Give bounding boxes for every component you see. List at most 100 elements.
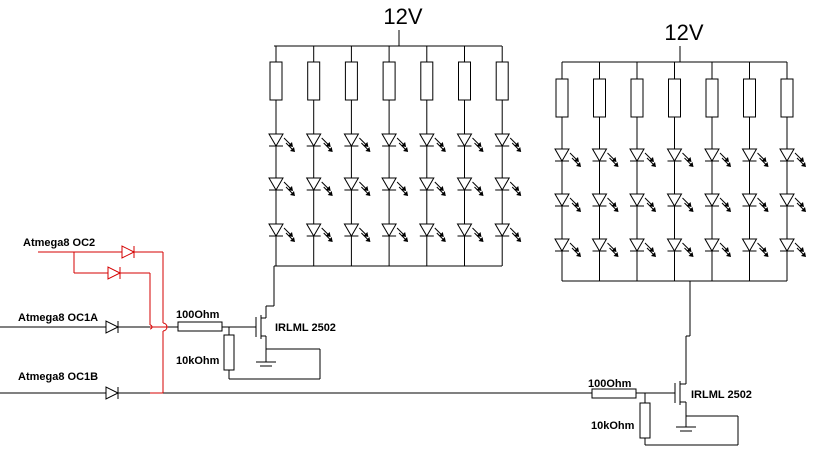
led-column: [268, 46, 295, 266]
led-icon: [456, 133, 484, 152]
led-column: [343, 46, 371, 266]
led-column: [779, 62, 806, 281]
right-mosfet: [674, 381, 687, 427]
led-icon: [418, 223, 446, 242]
left-mosfet-label: IRLML 2502: [275, 322, 336, 334]
led-icon: [779, 148, 806, 167]
current-limit-resistor: [743, 78, 756, 118]
left-driver: 100Ohm 10kOhm IRLML 2502: [176, 266, 336, 380]
led-icon: [591, 148, 619, 167]
led-icon: [704, 238, 731, 257]
led-column: [666, 62, 694, 281]
led-icon: [381, 223, 409, 242]
led-icon: [268, 177, 295, 196]
led-column: [591, 62, 619, 281]
right-pulldown-resistor: [639, 402, 651, 439]
led-icon: [554, 238, 581, 257]
led-icon: [666, 148, 694, 167]
left-gate-resistor: [177, 321, 223, 332]
led-icon: [305, 133, 333, 152]
left-pulldown-resistor-label: 10kOhm: [176, 355, 220, 367]
left-gate-resistor-label: 100Ohm: [176, 309, 220, 321]
led-icon: [741, 238, 769, 257]
led-column: [741, 62, 769, 281]
led-icon: [305, 223, 333, 242]
led-icon: [494, 133, 522, 152]
left-ground-icon: [256, 361, 276, 367]
current-limit-resistor: [630, 78, 644, 118]
led-icon: [779, 193, 806, 212]
led-icon: [381, 133, 409, 152]
led-icon: [456, 177, 484, 196]
led-column: [305, 46, 333, 266]
current-limit-resistor: [420, 61, 434, 101]
right-mosfet-label: IRLML 2502: [691, 389, 752, 401]
left-supply-label: 12V: [383, 4, 422, 29]
led-icon: [666, 238, 694, 257]
led-column: [554, 62, 581, 281]
led-icon: [494, 223, 522, 242]
led-icon: [779, 238, 806, 257]
current-limit-resistor: [593, 78, 606, 118]
oc1b-diode: [105, 386, 120, 400]
led-icon: [704, 148, 731, 167]
led-icon: [741, 193, 769, 212]
left-led-array: 12V: [268, 4, 522, 267]
led-icon: [305, 177, 333, 196]
oc2-diode-network: [38, 245, 168, 394]
led-icon: [456, 223, 484, 242]
right-led-array: 12V: [554, 20, 806, 282]
left-pulldown-resistor: [223, 334, 235, 371]
led-icon: [591, 238, 619, 257]
led-icon: [494, 177, 522, 196]
right-supply-label: 12V: [664, 20, 703, 45]
current-limit-resistor: [705, 78, 719, 118]
led-icon: [268, 133, 295, 152]
right-pulldown-resistor-label: 10kOhm: [591, 420, 635, 432]
led-column: [456, 46, 484, 266]
right-driver: 100Ohm 10kOhm IRLML 2502: [588, 281, 752, 446]
led-icon: [268, 223, 295, 242]
current-limit-resistor: [382, 61, 396, 101]
led-column: [704, 62, 731, 281]
current-limit-resistor: [780, 78, 794, 118]
led-column: [418, 46, 446, 266]
oc2-diode-upper: [121, 245, 136, 259]
led-icon: [554, 193, 581, 212]
led-icon: [629, 148, 656, 167]
led-icon: [418, 133, 446, 152]
led-column: [381, 46, 409, 266]
led-icon: [629, 238, 656, 257]
oc2-label: Atmega8 OC2: [23, 237, 95, 249]
current-limit-resistor: [555, 78, 569, 118]
led-icon: [554, 148, 581, 167]
left-mosfet: [255, 306, 267, 362]
oc1a-diode: [105, 320, 120, 334]
oc2-diode-lower: [107, 266, 122, 280]
right-gate-resistor-label: 100Ohm: [588, 378, 632, 390]
current-limit-resistor: [458, 61, 471, 101]
led-icon: [343, 223, 371, 242]
led-icon: [629, 193, 656, 212]
led-icon: [704, 193, 731, 212]
right-gate-resistor: [591, 388, 637, 399]
led-icon: [741, 148, 769, 167]
oc1b-label: Atmega8 OC1B: [18, 371, 98, 383]
current-limit-resistor: [344, 61, 358, 101]
led-icon: [343, 177, 371, 196]
led-icon: [666, 193, 694, 212]
led-column: [629, 62, 656, 281]
current-limit-resistor: [495, 61, 509, 101]
current-limit-resistor: [269, 61, 283, 101]
led-icon: [381, 177, 409, 196]
right-ground-icon: [676, 426, 696, 432]
oc1a-label: Atmega8 OC1A: [18, 312, 98, 324]
current-limit-resistor: [307, 61, 321, 101]
current-limit-resistor: [668, 78, 681, 118]
right-led-columns: [554, 62, 806, 281]
oc1b-input-line: [0, 386, 592, 400]
led-icon: [418, 177, 446, 196]
led-icon: [591, 193, 619, 212]
led-icon: [343, 133, 371, 152]
